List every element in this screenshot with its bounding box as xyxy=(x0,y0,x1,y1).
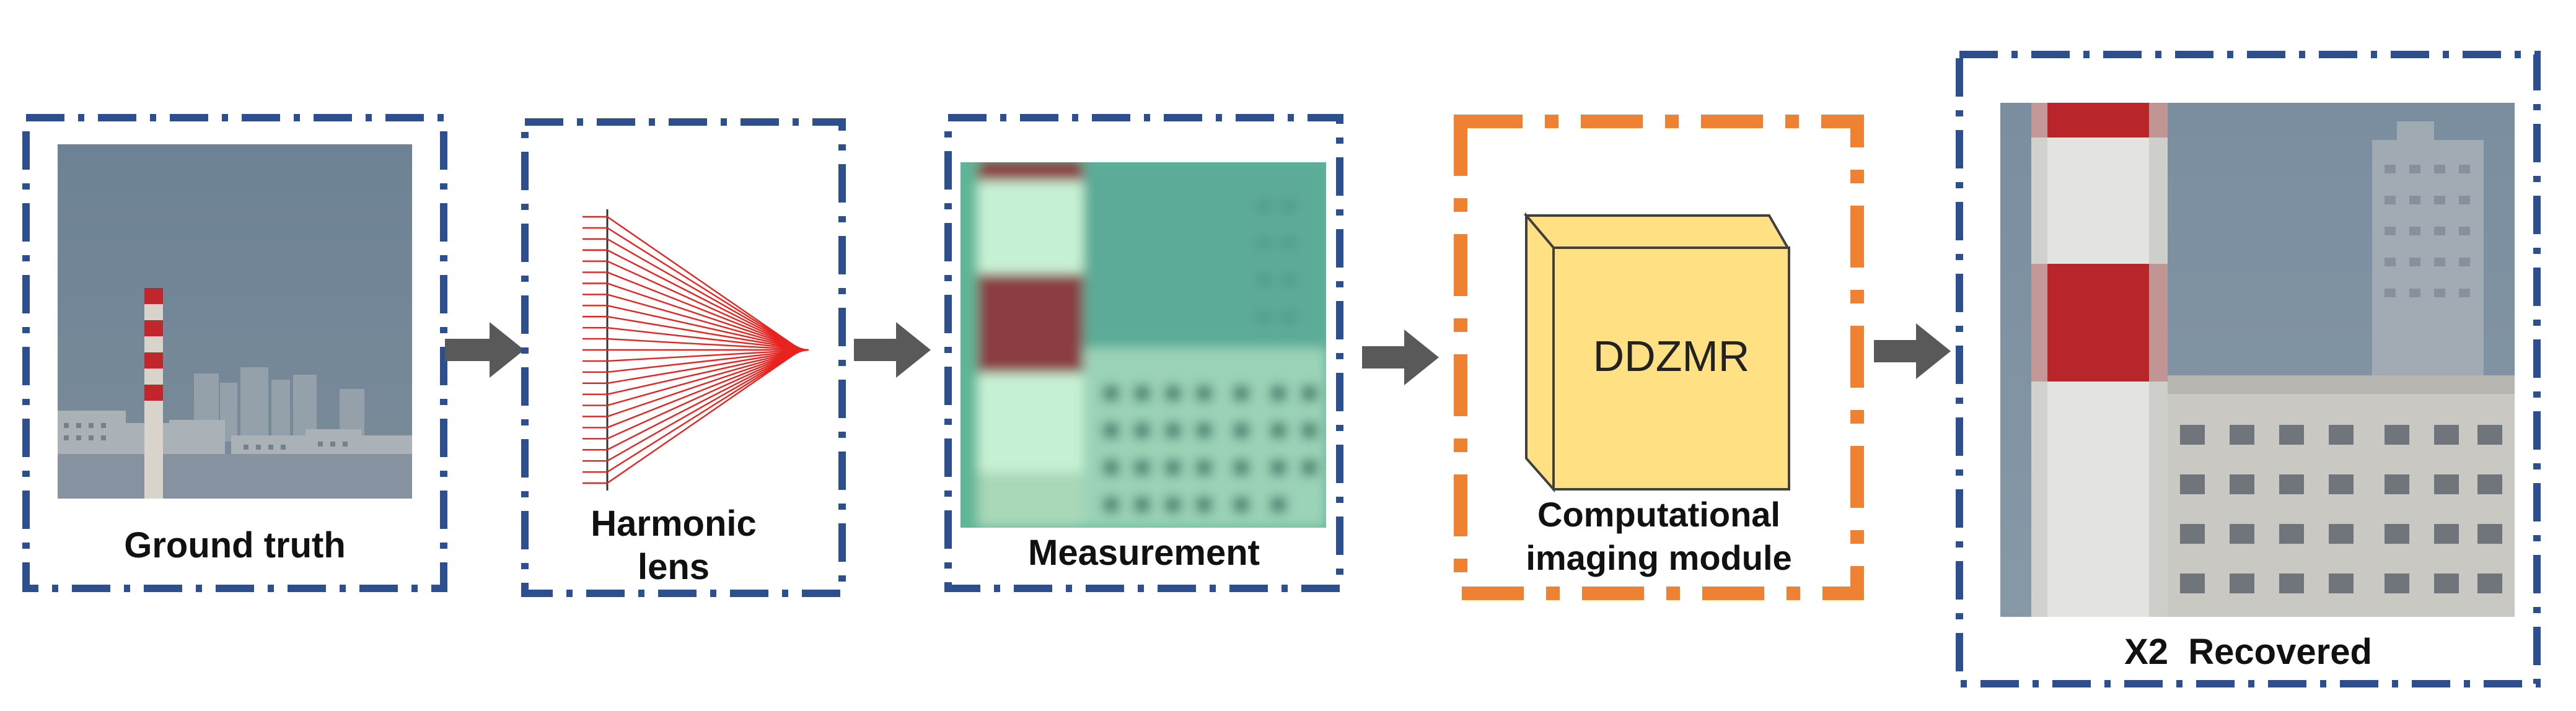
measurement-image xyxy=(961,162,1326,528)
light-ray xyxy=(582,349,807,384)
light-ray xyxy=(582,349,808,362)
light-ray xyxy=(582,349,802,462)
light-ray xyxy=(582,349,805,417)
light-ray xyxy=(582,349,803,451)
arrow-right-icon xyxy=(445,322,524,378)
light-ray xyxy=(582,271,804,351)
recovered-image xyxy=(2000,103,2515,617)
light-ray xyxy=(582,249,803,351)
light-ray xyxy=(582,294,806,351)
light-ray xyxy=(582,338,808,351)
measurement-label: Measurement xyxy=(1028,533,1260,573)
light-ray xyxy=(582,349,804,429)
ray-diagram xyxy=(582,209,809,491)
light-ray xyxy=(582,227,802,351)
computational-label-line2: imaging module xyxy=(1526,538,1792,577)
light-ray xyxy=(582,349,804,440)
arrow-right-icon xyxy=(1362,329,1439,385)
ground-truth-label: Ground truth xyxy=(124,525,346,565)
arrow-right-icon xyxy=(1874,323,1951,379)
module-cube-label: DDZMR xyxy=(1593,332,1750,380)
computational-label-line1: Computational xyxy=(1537,495,1780,534)
light-ray xyxy=(582,349,802,473)
light-ray xyxy=(582,260,804,351)
ground-truth-image xyxy=(58,144,412,499)
light-ray xyxy=(582,238,802,351)
light-ray xyxy=(582,326,807,351)
light-ray xyxy=(582,316,807,351)
recovered-label: X2 Recovered xyxy=(2124,632,2372,672)
light-ray xyxy=(582,349,807,373)
light-ray xyxy=(582,349,806,406)
light-ray xyxy=(582,349,806,395)
harmonic-lens-label-line1: Harmonic xyxy=(591,504,757,544)
module-cube xyxy=(1523,212,1790,493)
light-ray xyxy=(582,216,801,351)
harmonic-lens-label-line2: lens xyxy=(637,547,710,587)
light-ray xyxy=(582,282,805,351)
arrow-right-icon xyxy=(854,322,931,378)
light-ray xyxy=(582,349,801,484)
light-ray xyxy=(582,305,806,351)
